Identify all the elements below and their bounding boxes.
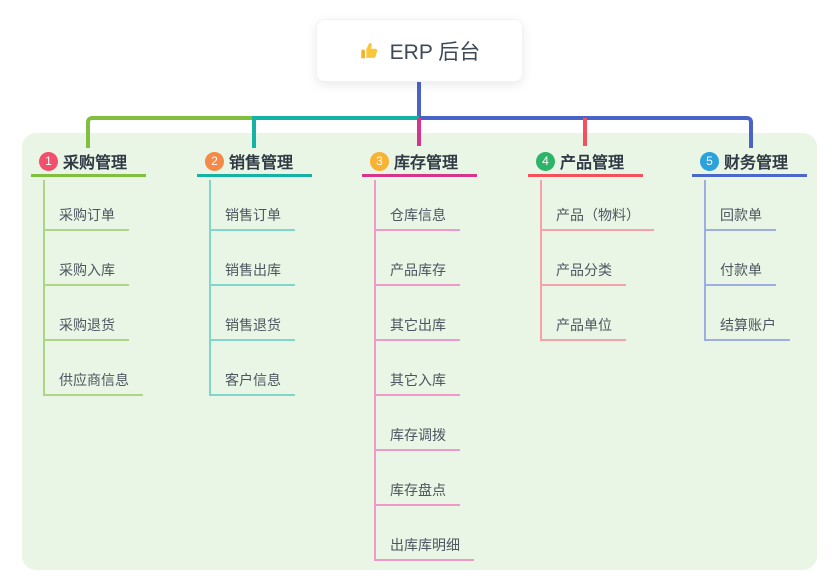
branch-header-5[interactable]: 5 财务管理 (692, 148, 807, 177)
thumbs-up-icon (359, 40, 381, 62)
child-node[interactable]: 采购订单 (43, 206, 129, 231)
root-label: ERP 后台 (389, 40, 481, 64)
branch-badge-4: 4 (536, 151, 555, 171)
child-node[interactable]: 回款单 (704, 206, 776, 231)
connector-magenta-drop (417, 118, 421, 146)
branch-header-4[interactable]: 4 产品管理 (528, 148, 643, 177)
child-node[interactable]: 产品单位 (540, 316, 626, 341)
connector-left-elbow (86, 116, 252, 148)
connector-teal-segment (252, 116, 419, 148)
branch-badge-3: 3 (370, 151, 389, 171)
branch-header-1[interactable]: 1 采购管理 (31, 148, 146, 177)
child-node[interactable]: 其它出库 (374, 316, 460, 341)
child-node[interactable]: 采购入库 (43, 261, 129, 286)
branch-child-stem (540, 180, 542, 341)
branch-label: 销售管理 (229, 155, 294, 172)
branch-badge-1: 1 (39, 151, 58, 171)
child-node[interactable]: 仓库信息 (374, 206, 460, 231)
branch-child-stem (374, 180, 376, 561)
branch-child-stem (43, 180, 45, 396)
branch-child-stem (209, 180, 211, 396)
child-node[interactable]: 产品（物料） (540, 206, 654, 231)
connector-red-drop (583, 118, 587, 146)
branch-label: 采购管理 (63, 155, 128, 172)
mindmap-panel (22, 133, 817, 570)
connector-root-stem (417, 80, 421, 118)
branch-label: 库存管理 (394, 155, 459, 172)
child-node[interactable]: 其它入库 (374, 371, 460, 396)
branch-badge-5: 5 (700, 151, 719, 171)
branch-child-stem (704, 180, 706, 341)
child-node[interactable]: 产品分类 (540, 261, 626, 286)
child-node[interactable]: 库存盘点 (374, 481, 460, 506)
child-node[interactable]: 产品库存 (374, 261, 460, 286)
child-node[interactable]: 客户信息 (209, 371, 295, 396)
child-node[interactable]: 结算账户 (704, 316, 790, 341)
child-node[interactable]: 销售出库 (209, 261, 295, 286)
child-node[interactable]: 采购退货 (43, 316, 129, 341)
branch-badge-2: 2 (205, 151, 224, 171)
branch-label: 产品管理 (560, 155, 625, 172)
child-node[interactable]: 销售退货 (209, 316, 295, 341)
child-node[interactable]: 库存调拨 (374, 426, 460, 451)
child-node[interactable]: 销售订单 (209, 206, 295, 231)
root-node[interactable]: ERP 后台 (316, 19, 523, 82)
child-node[interactable]: 出库库明细 (374, 536, 474, 561)
branch-header-3[interactable]: 3 库存管理 (362, 148, 477, 177)
child-node[interactable]: 付款单 (704, 261, 776, 286)
branch-header-2[interactable]: 2 销售管理 (197, 148, 312, 177)
child-node[interactable]: 供应商信息 (43, 371, 143, 396)
branch-label: 财务管理 (724, 155, 789, 172)
